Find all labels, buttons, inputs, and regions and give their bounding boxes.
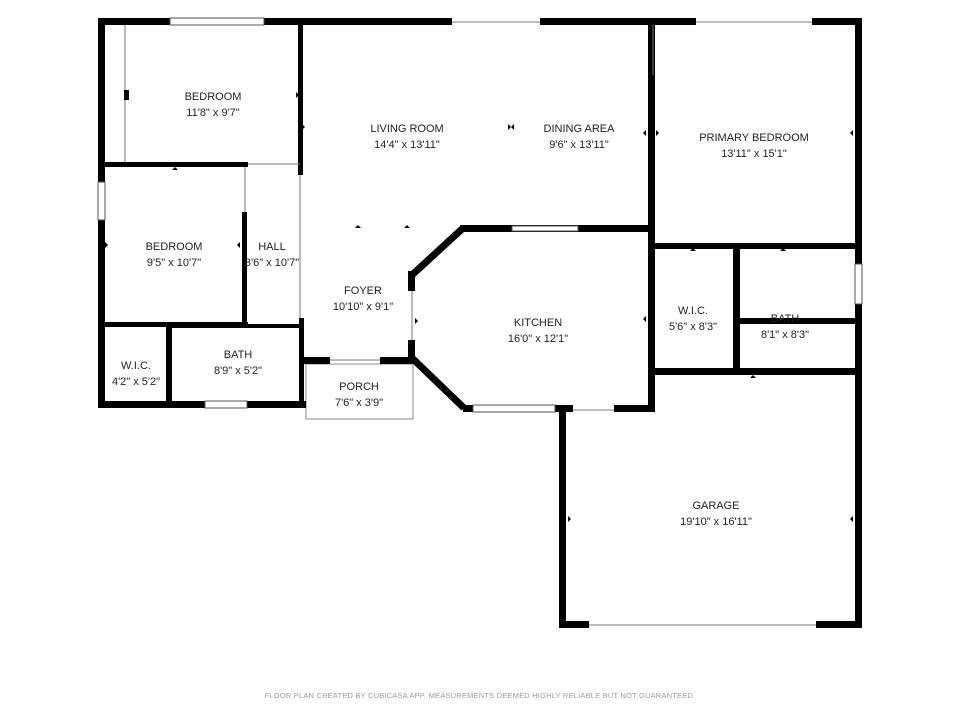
room-dims-wic-right: 5'6" x 8'3" (669, 321, 717, 333)
window (204, 400, 248, 409)
room-name-bath-left: BATH (224, 349, 253, 361)
window (472, 404, 556, 413)
room-dims-bath-right: 8'1" x 8'3" (761, 329, 809, 341)
room-dims-bath-left: 8'9" x 5'2" (214, 365, 262, 377)
room-name-primary-bedroom: PRIMARY BEDROOM (699, 132, 809, 144)
porch-outline (305, 363, 414, 420)
window (511, 225, 579, 232)
room-name-wic-left: W.I.C. (121, 360, 151, 372)
room-dims-bedroom-2: 9'5" x 10'7" (147, 257, 201, 269)
room-name-foyer: FOYER (344, 285, 382, 297)
room-name-living-room: LIVING ROOM (370, 123, 443, 135)
room-name-garage: GARAGE (692, 500, 739, 512)
room-labels: BEDROOM 11'8" x 9'7" LIVING ROOM 14'4" x… (112, 91, 809, 528)
room-name-wic-right: W.I.C. (678, 305, 708, 317)
footer-disclaimer: FLOOR PLAN CREATED BY CUBICASA APP. MEAS… (265, 691, 696, 700)
room-name-bedroom-2: BEDROOM (146, 241, 203, 253)
room-dims-wic-left: 4'2" x 5'2" (112, 376, 160, 388)
room-dims-living-room: 14'4" x 13'11" (374, 139, 440, 151)
room-dims-hall: 3'6" x 10'7" (245, 257, 299, 269)
room-dims-primary-bedroom: 13'11" x 15'1" (721, 148, 787, 160)
room-dims-garage: 19'10" x 16'11" (680, 516, 752, 528)
room-name-kitchen: KITCHEN (514, 317, 562, 329)
room-name-hall: HALL (258, 241, 286, 253)
room-dims-foyer: 10'10" x 9'1" (333, 301, 393, 313)
room-name-bath-right: BATH (771, 313, 800, 325)
room-dims-bedroom-1: 11'8" x 9'7" (186, 107, 239, 119)
room-name-bedroom-1: BEDROOM (185, 91, 242, 103)
openings (124, 21, 816, 626)
window (97, 181, 106, 221)
window (169, 17, 265, 26)
room-dims-kitchen: 16'0" x 12'1" (508, 333, 568, 345)
dimension-markers (105, 90, 853, 522)
room-name-dining-area: DINING AREA (544, 123, 616, 135)
windows (97, 17, 863, 413)
room-dims-dining-area: 9'6" x 13'11" (549, 139, 609, 151)
room-dims-porch: 7'6" x 3'9" (335, 397, 383, 409)
room-name-porch: PORCH (339, 381, 379, 393)
window (854, 263, 863, 305)
